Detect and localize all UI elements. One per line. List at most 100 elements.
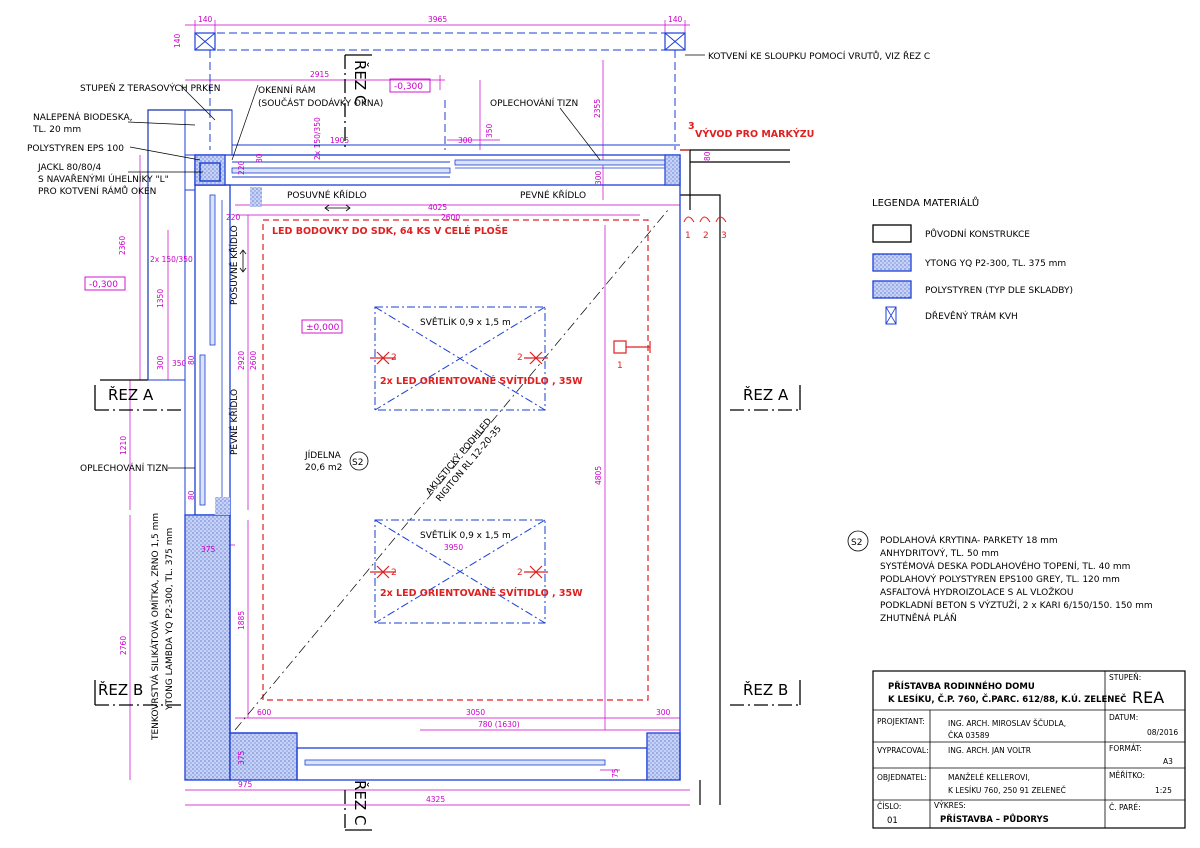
marker-2: 2 bbox=[391, 568, 397, 578]
dim-text: 2355 bbox=[593, 99, 602, 118]
plaster-label: TENKOVRSTVÁ SILIKÁTOVÁ OMÍTKA, ZRNO 1,5 … bbox=[149, 513, 161, 741]
dim-text: 2760 bbox=[119, 636, 128, 655]
dim-text: 300 bbox=[156, 355, 165, 370]
room-name: JÍDELNA bbox=[304, 449, 342, 461]
marker-1: 1 bbox=[617, 361, 623, 371]
title-client-address: K LESÍKU 760, 250 91 ZELENEČ bbox=[948, 786, 1066, 795]
label-sliding-left: POSUVNÉ KŘÍDLO bbox=[228, 225, 240, 305]
dim-text: 2600 bbox=[249, 351, 258, 370]
dim-text: 350 bbox=[485, 123, 494, 138]
section-b-right: ŘEZ B bbox=[743, 680, 788, 699]
title-drawing-value: PŘÍSTAVBA – PŮDORYS bbox=[940, 813, 1049, 825]
level-top: -0,300 bbox=[394, 82, 423, 92]
label-polystyrene: POLYSTYREN EPS 100 bbox=[27, 144, 124, 154]
dim-text: 2x 150/350 bbox=[150, 255, 193, 264]
marker-2: 2 bbox=[517, 353, 523, 363]
dimension-lines bbox=[129, 20, 720, 806]
legend-item: POLYSTYREN (TYP DLE SKLADBY) bbox=[925, 286, 1073, 296]
skylights bbox=[374, 306, 546, 624]
dim-text: 975 bbox=[238, 780, 253, 789]
dim-text: 600 bbox=[257, 708, 272, 717]
label-led: LED BODOVKY DO SDK, 64 KS V CELÉ PLOŠE bbox=[272, 225, 508, 237]
title-drawing-label: VÝKRES: bbox=[934, 801, 966, 810]
floor-spec-line: ANHYDRITOVÝ, TL. 50 mm bbox=[880, 547, 999, 559]
title-drawn-label: VYPRACOVAL: bbox=[877, 746, 929, 755]
floor-spec: S2 PODLAHOVÁ KRYTINA- PARKETY 18 mm ANHY… bbox=[847, 530, 1153, 624]
label-led-orient-2: 2x LED ORIENTOVANÉ SVÍTIDLO , 35W bbox=[380, 587, 583, 599]
dim-text: 140 bbox=[173, 33, 182, 48]
dim-text: 300 bbox=[594, 170, 603, 185]
title-stage-value: REA bbox=[1132, 688, 1164, 707]
label-window-frame: OKENNÍ RÁM bbox=[258, 84, 315, 96]
room-area: 20,6 m2 bbox=[305, 463, 342, 473]
title-designer-id: ČKA 03589 bbox=[948, 731, 990, 740]
dim-text: 2x 150/350 bbox=[313, 117, 322, 160]
ytong-label: YTONG LAMBDA YQ P2-300, TL. 375 mm bbox=[165, 528, 175, 711]
dim-text: 3950 bbox=[444, 543, 463, 552]
title-format-value: A3 bbox=[1163, 757, 1173, 766]
dim-text: 80 bbox=[187, 490, 196, 500]
dimension-texts: 140 3965 140 140 2915 1905 300 350 2355 … bbox=[118, 15, 712, 804]
dim-text: 1350 bbox=[156, 289, 165, 308]
legend-item: PŮVODNÍ KONSTRUKCE bbox=[925, 228, 1030, 240]
label-fixed-left: PEVNÉ KŘÍDLO bbox=[228, 389, 240, 455]
title-designer: ING. ARCH. MIROSLAV ŠČUDLA, bbox=[948, 719, 1066, 728]
title-date-value: 08/2016 bbox=[1147, 728, 1178, 737]
section-a-left: ŘEZ A bbox=[108, 385, 154, 404]
floor-spec-line: ASFALTOVÁ HYDROIZOLACE S AL VLOŽKOU bbox=[880, 586, 1073, 598]
label-jackl: JACKL 80/80/4 bbox=[37, 163, 102, 173]
level-floor: ±0,000 bbox=[306, 323, 340, 333]
dim-text: 2600 bbox=[441, 213, 460, 222]
floor-spec-tag: S2 bbox=[851, 538, 862, 548]
dim-text: 375 bbox=[237, 750, 246, 765]
legend: LEGENDA MATERIÁLŮ PŮVODNÍ KONSTRUKCE YTO… bbox=[872, 196, 1073, 325]
annotation-labels: STUPEŇ Z TERASOVÝCH PRKEN OKENNÍ RÁM (SO… bbox=[27, 50, 930, 741]
dim-text: 4805 bbox=[594, 466, 603, 485]
marker-3: 3 bbox=[721, 231, 727, 241]
dim-text: 140 bbox=[668, 15, 683, 24]
section-c-top: ŘEZ C bbox=[351, 60, 370, 105]
label-skylight-2: SVĚTLÍK 0,9 x 1,5 m bbox=[420, 529, 511, 541]
dim-text: 140 bbox=[198, 15, 213, 24]
dim-text: 2920 bbox=[237, 351, 246, 370]
floor-spec-line: ZHUTNĚNÁ PLÁŇ bbox=[880, 612, 957, 624]
label-window-frame-note: (SOUČÁST DODÁVKY OKNA) bbox=[258, 97, 383, 109]
ceiling-type: AKUSTICKÝ PODHLED bbox=[423, 415, 494, 497]
dim-text: 80 bbox=[187, 355, 196, 365]
dim-text: 3965 bbox=[428, 15, 447, 24]
title-date-label: DATUM: bbox=[1109, 713, 1138, 722]
title-format-label: FORMÁT: bbox=[1109, 744, 1142, 753]
label-jackl-purpose: PRO KOTVENÍ RÁMŮ OKEN bbox=[38, 185, 156, 197]
title-drawn-value: ING. ARCH. JAN VOLTR bbox=[948, 746, 1031, 755]
dim-text: 220 bbox=[226, 213, 241, 222]
legend-item: YTONG YQ P2-300, TL. 375 mm bbox=[924, 259, 1066, 269]
title-number-value: 01 bbox=[887, 816, 898, 826]
dim-text: 75 bbox=[611, 768, 620, 778]
dim-text: 300 bbox=[656, 708, 671, 717]
dim-text: 375 bbox=[201, 545, 216, 554]
marker-1: 1 bbox=[685, 231, 691, 241]
dim-text: 300 bbox=[458, 136, 473, 145]
title-copy-label: Č. PARÉ: bbox=[1109, 803, 1141, 812]
title-project: PŘÍSTAVBA RODINNÉHO DOMU bbox=[888, 680, 1035, 692]
marker-2: 2 bbox=[517, 568, 523, 578]
label-flashing-top: OPLECHOVÁNÍ TIZN bbox=[490, 97, 578, 109]
dim-text: 220 bbox=[237, 160, 246, 175]
label-anchor: KOTVENÍ KE SLOUPKU POMOCÍ VRUTŮ, VIZ ŘEZ… bbox=[708, 50, 930, 62]
title-stage-label: STUPEŇ: bbox=[1109, 673, 1141, 682]
marker-2: 2 bbox=[391, 353, 397, 363]
label-board: NALEPENÁ BIODESKA, bbox=[33, 111, 132, 123]
ceiling-outline bbox=[234, 209, 669, 731]
dim-text: 2360 bbox=[118, 236, 127, 255]
section-a-right: ŘEZ A bbox=[743, 385, 789, 404]
title-number-label: ČÍSLO: bbox=[877, 802, 901, 811]
title-client: MANŽELÉ KELLEROVI, bbox=[948, 773, 1030, 782]
section-lines bbox=[94, 54, 801, 831]
floor-spec-line: PODKLADNÍ BETON S VÝZTUŽÍ, 2 x KARI 6/15… bbox=[880, 599, 1153, 611]
label-fixed-top: PEVNÉ KŘÍDLO bbox=[520, 189, 586, 201]
title-designer-label: PROJEKTANT: bbox=[877, 717, 925, 726]
title-scale-label: MĚŘÍTKO: bbox=[1109, 771, 1145, 780]
floor-spec-line: PODLAHOVÁ KRYTINA- PARKETY 18 mm bbox=[880, 534, 1058, 546]
dim-text: 1885 bbox=[237, 611, 246, 630]
